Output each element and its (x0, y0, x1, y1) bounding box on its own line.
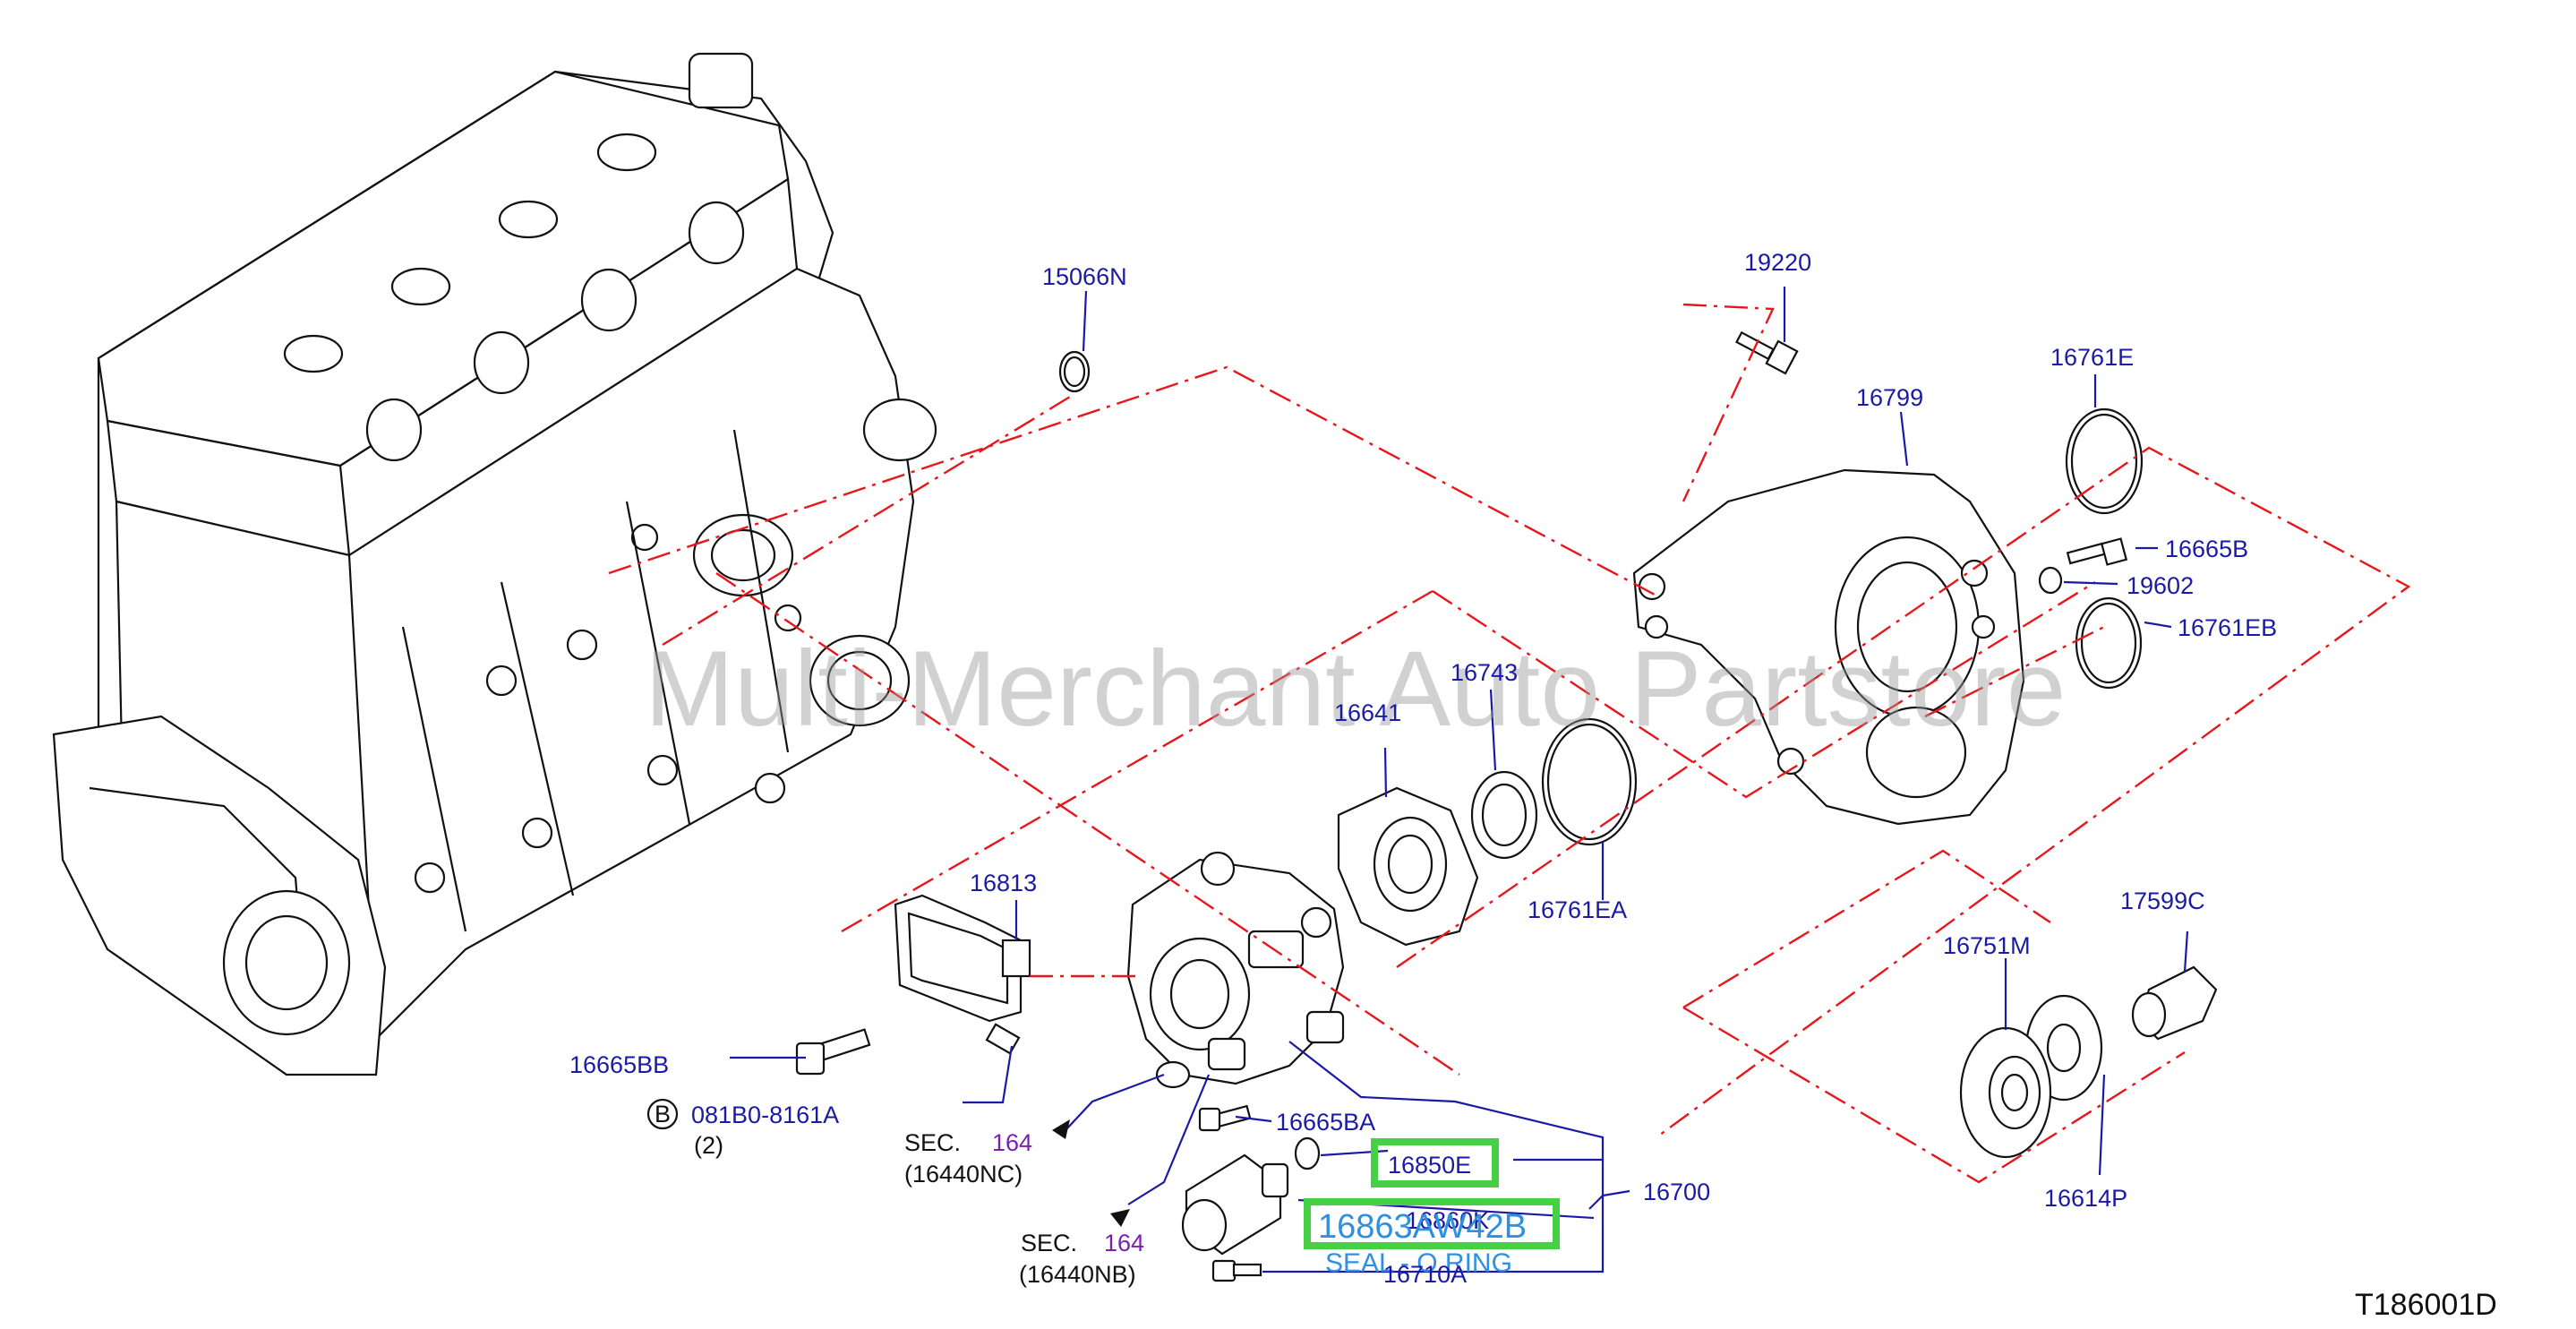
label-16665bb[interactable]: 16665BB (569, 1051, 669, 1078)
fuel-pump-16700-shape (1126, 851, 1345, 1089)
label-17599c[interactable]: 17599C (2120, 887, 2205, 914)
highlight-box-16850e (1371, 1138, 1499, 1188)
label-15066n[interactable]: 15066N (1042, 263, 1127, 290)
bolt-16665bb-shape (795, 1028, 871, 1076)
oring-16761ea-shape (1541, 717, 1638, 846)
badge-b-letter: B (655, 1101, 671, 1128)
sec1-ref: (16440NC) (904, 1161, 1023, 1188)
label-16761eb[interactable]: 16761EB (2178, 614, 2277, 641)
label-16860k[interactable]: 16860K (1406, 1207, 1489, 1234)
label-16641[interactable]: 16641 (1334, 699, 1401, 726)
bolt-16665b-shape (2066, 537, 2128, 566)
bolt-19220-shape (1735, 330, 1799, 375)
label-16614p[interactable]: 16614P (2044, 1185, 2127, 1212)
label-16665b[interactable]: 16665B (2165, 536, 2248, 562)
leader-lines (730, 287, 2189, 1273)
sec1-text: SEC. (904, 1129, 961, 1156)
label-19220[interactable]: 19220 (1744, 249, 1811, 276)
highlight-box-16863aw42b (1304, 1198, 1560, 1249)
watermark-text: Multi-Merchant Auto Partstore (645, 629, 2066, 749)
label-16761e[interactable]: 16761E (2050, 344, 2134, 371)
highlight-part-description: SEAL - O RING (1325, 1248, 1512, 1278)
flange-16641-shape (1337, 786, 1479, 947)
hub-16751m-shape (1959, 1026, 2052, 1159)
sec-arrow-2 (1110, 1209, 1130, 1227)
oring-16761eb-shape (2075, 596, 2143, 690)
badge-b-circle (646, 1098, 679, 1130)
label-16813[interactable]: 16813 (970, 870, 1037, 896)
sec2-number[interactable]: 164 (1104, 1230, 1144, 1256)
label-16700[interactable]: 16700 (1643, 1179, 1710, 1205)
label-16665ba[interactable]: 16665BA (1276, 1109, 1375, 1136)
engine-block-drawing (52, 52, 937, 1076)
alignment-centerlines (608, 303, 2411, 1184)
bolt-16665ba-shape (1198, 1104, 1252, 1132)
label-16751m[interactable]: 16751M (1943, 932, 2031, 959)
oring-16850e-shape (1294, 1136, 1321, 1170)
label-16710a[interactable]: 16710A (1383, 1261, 1467, 1288)
bushing-17599c-shape (2131, 965, 2218, 1041)
gasket-16813-shape (894, 894, 1031, 1023)
label-081b0-qty: (2) (694, 1132, 723, 1159)
sec2-ref: (16440NB) (1019, 1261, 1136, 1288)
label-16743[interactable]: 16743 (1451, 659, 1518, 686)
label-16761ea[interactable]: 16761EA (1528, 896, 1627, 923)
label-16799[interactable]: 16799 (1856, 384, 1923, 411)
sec2-text: SEC. (1021, 1230, 1077, 1256)
oring-15066n-shape (1058, 350, 1091, 393)
drawing-code: T186001D (2355, 1288, 2497, 1322)
sec-arrow-1 (1052, 1119, 1070, 1139)
label-19602[interactable]: 19602 (2127, 572, 2194, 599)
washer-19602-shape (2038, 566, 2063, 595)
oring-16761e-shape (2065, 407, 2144, 515)
highlight-part-number[interactable]: 16863AW42B (1318, 1208, 1527, 1246)
pump-bracket-drawing (1632, 468, 2025, 826)
bolt-16710a-shape (1211, 1259, 1262, 1282)
sec1-number[interactable]: 164 (992, 1129, 1032, 1156)
solenoid-16860k-shape (1181, 1153, 1289, 1256)
label-081b0-8161a[interactable]: 081B0-8161A (691, 1102, 839, 1128)
label-16850e[interactable]: 16850E (1388, 1152, 1471, 1179)
